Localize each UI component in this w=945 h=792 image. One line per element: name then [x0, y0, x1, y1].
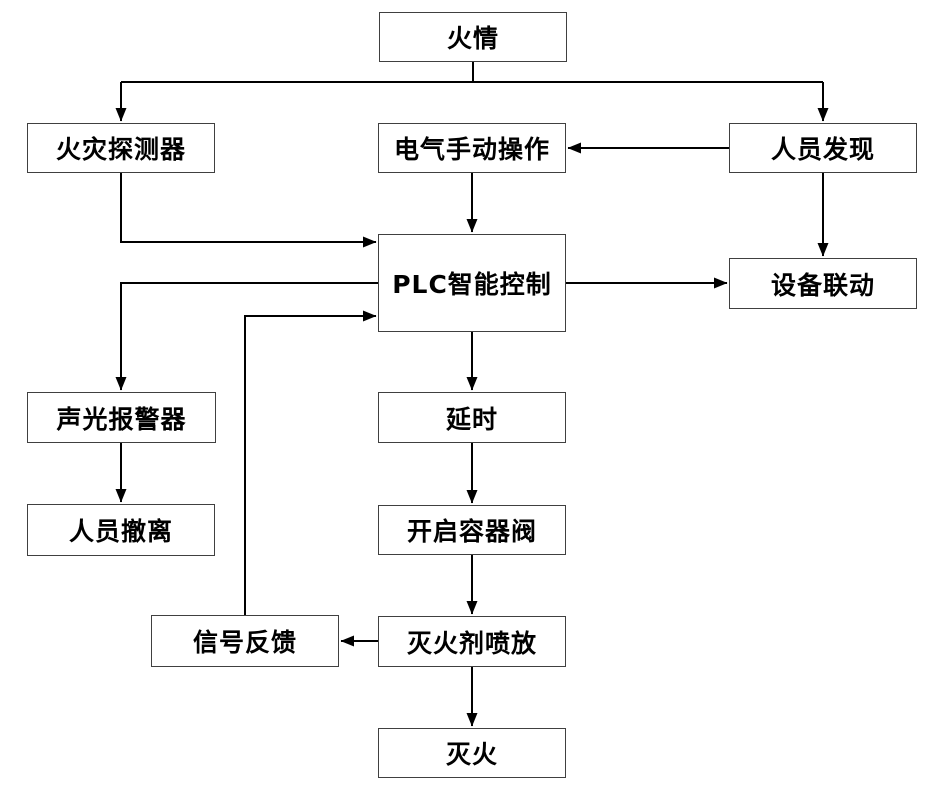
edge-feedback-to-plc — [244, 310, 377, 615]
node-electric-manual-operation: 电气手动操作 — [378, 123, 566, 173]
node-person-discovery: 人员发现 — [729, 123, 917, 173]
node-personnel-evacuation: 人员撤离 — [27, 504, 215, 556]
node-plc-intelligent-control: PLC智能控制 — [378, 234, 566, 332]
node-fire-extinguished: 灭火 — [378, 728, 566, 778]
node-signal-feedback: 信号反馈 — [151, 615, 339, 667]
node-open-container-valve: 开启容器阀 — [378, 505, 566, 555]
node-sound-light-alarm: 声光报警器 — [27, 392, 216, 443]
node-equipment-linkage: 设备联动 — [729, 258, 917, 309]
node-fire-detector: 火灾探测器 — [27, 123, 215, 173]
edge-detector-to-plc — [120, 172, 377, 248]
node-delay: 延时 — [378, 392, 566, 443]
node-fire-event: 火情 — [379, 12, 567, 62]
edge-plc-to-alarm — [115, 282, 378, 391]
node-extinguishing-agent-discharge: 灭火剂喷放 — [378, 616, 566, 667]
